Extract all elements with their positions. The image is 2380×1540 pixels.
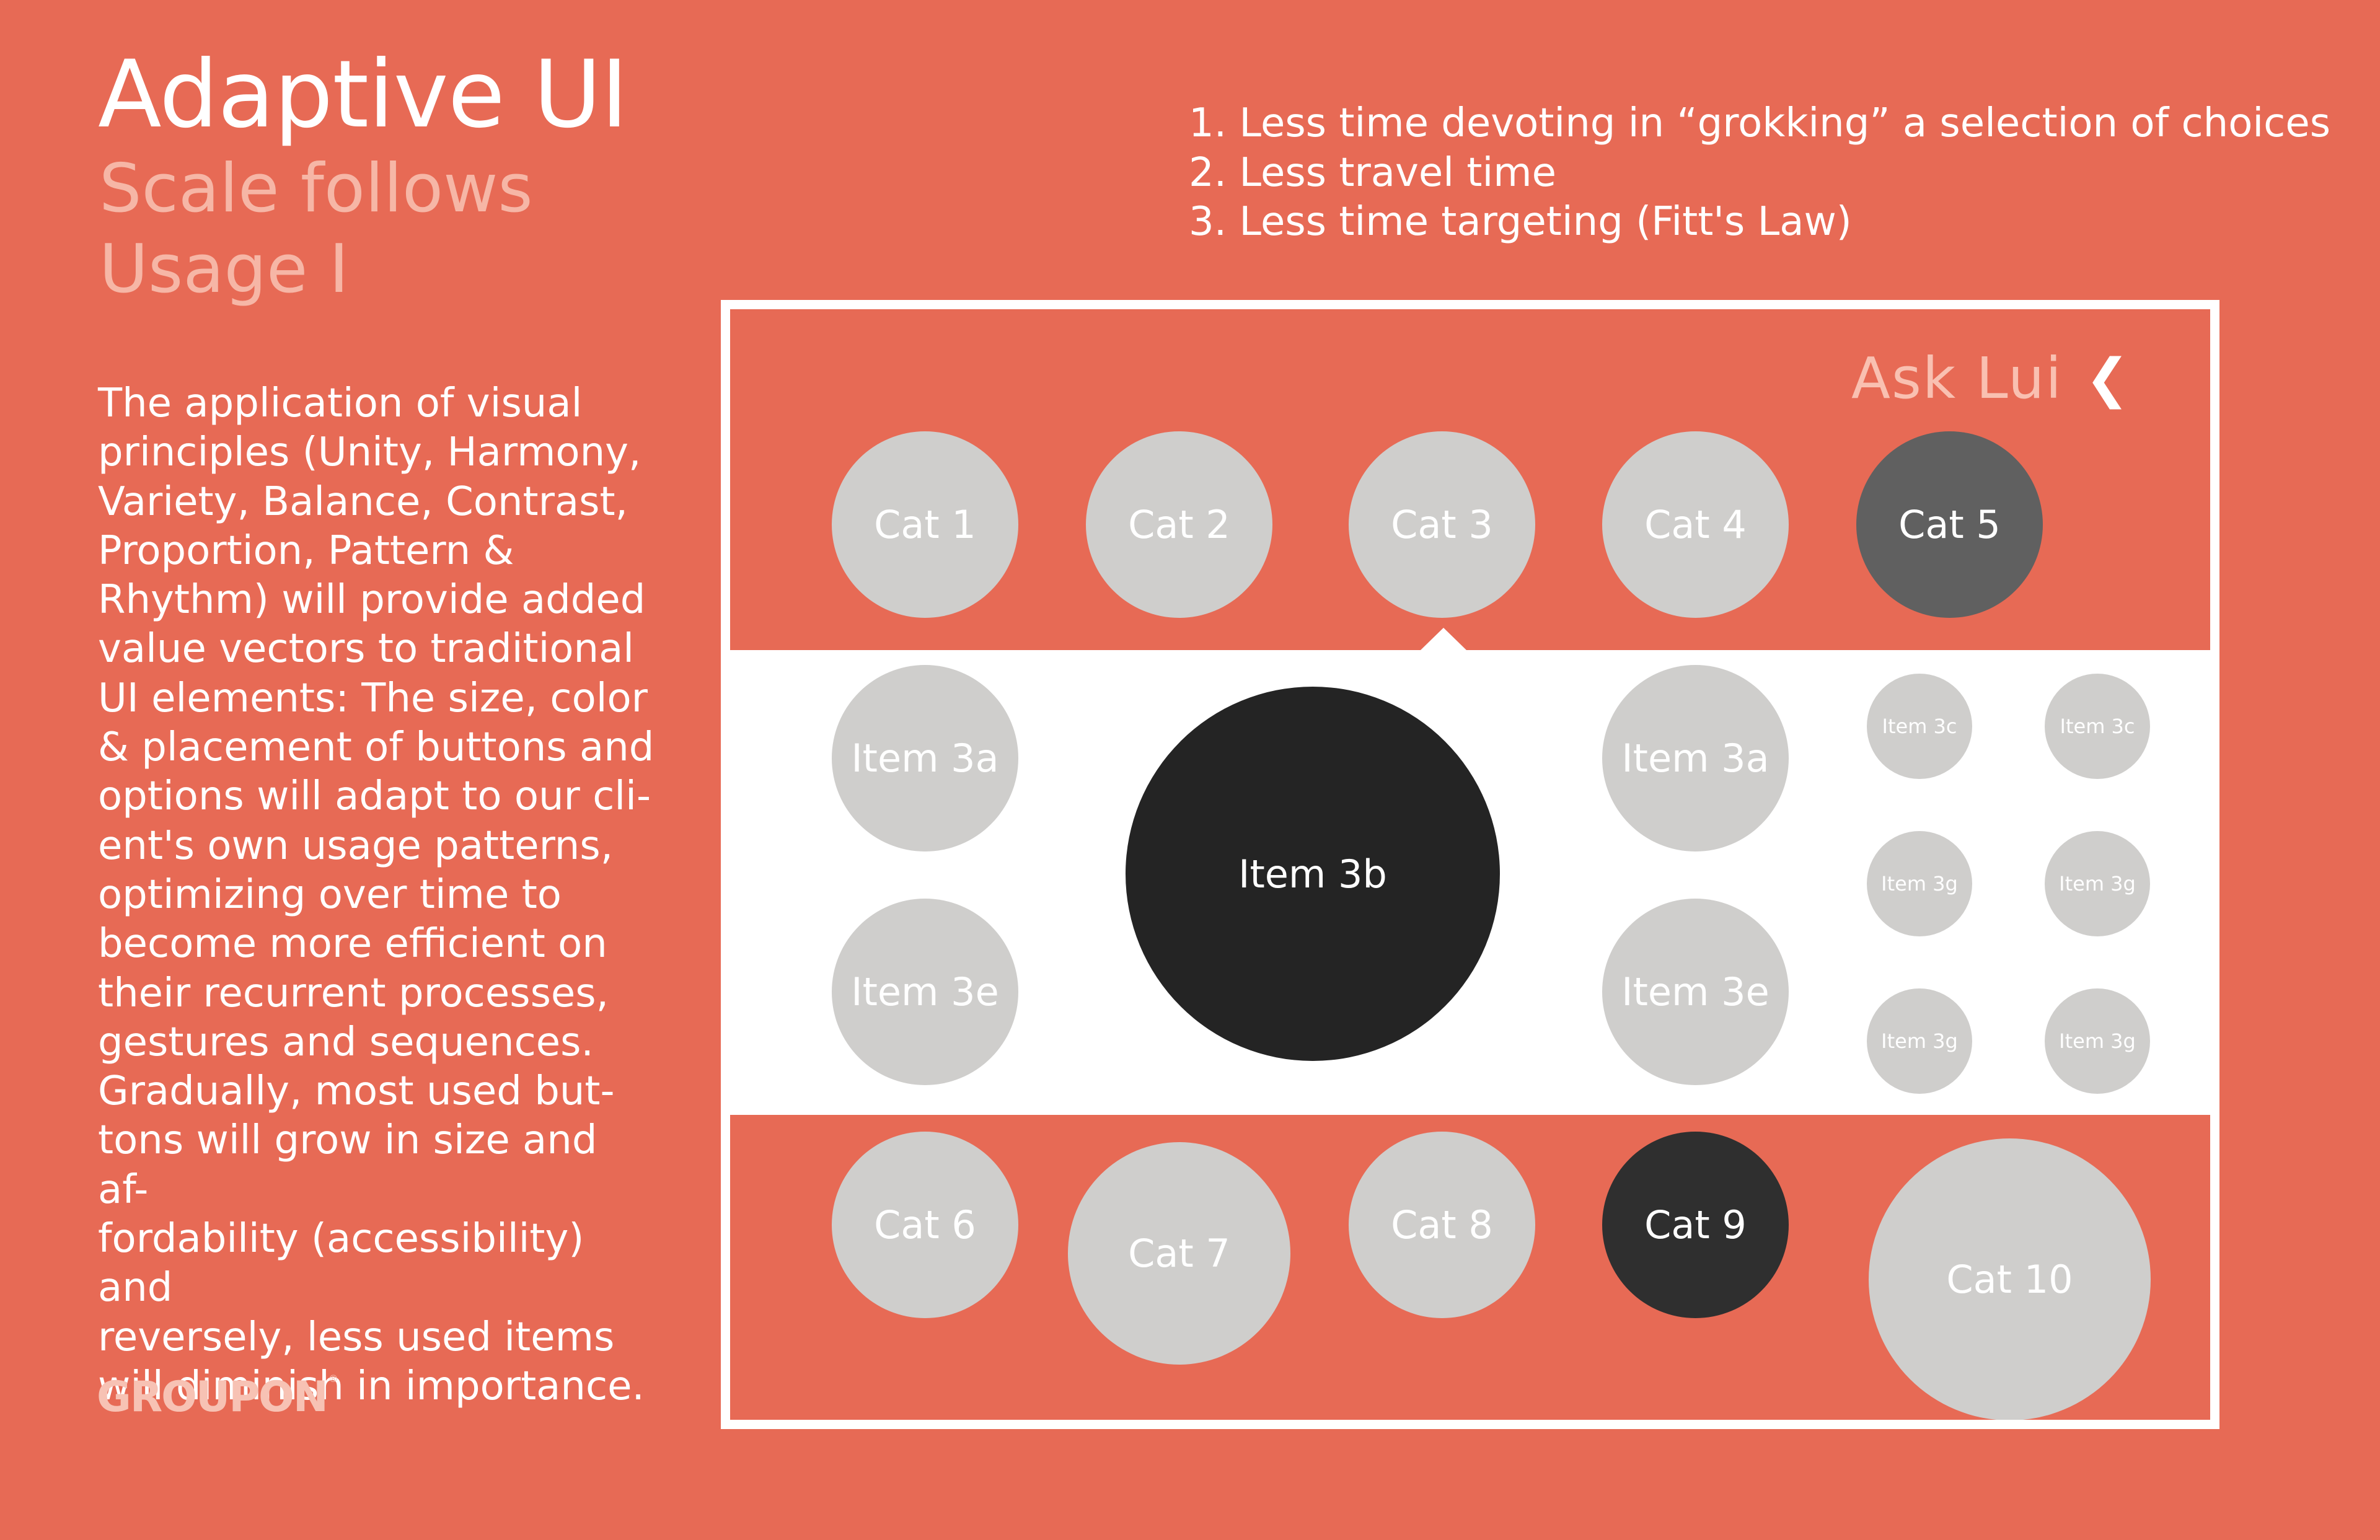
item-label: Item 3b (1238, 851, 1387, 897)
category-label: Cat 4 (1644, 502, 1747, 547)
benefit-item: 1. Less time devoting in “grokking” a se… (1189, 100, 2331, 146)
category-label: Cat 9 (1644, 1202, 1747, 1247)
category-label: Cat 6 (874, 1202, 976, 1247)
ask-lui-button[interactable]: Ask Lui ❮ (1851, 345, 2131, 411)
category-label: Cat 10 (1946, 1257, 2073, 1302)
category-label: Cat 2 (1128, 502, 1230, 547)
category-label: Cat 1 (874, 502, 976, 547)
trademark-mark: ® (328, 1373, 338, 1384)
item-button-3g[interactable]: Item 3g (1867, 988, 1972, 1094)
item-button-3a[interactable]: Item 3a (1602, 665, 1789, 851)
item-button-3a[interactable]: Item 3a (832, 665, 1018, 851)
selection-pointer (1420, 628, 1467, 651)
adaptive-ui-mockup: Ask Lui ❮ Cat 1 Cat 2 Cat 3 Cat 4 Cat 5 … (721, 300, 2219, 1429)
benefit-item: 2. Less travel time (1189, 149, 1556, 196)
category-button-cat-8[interactable]: Cat 8 (1349, 1132, 1535, 1318)
item-button-3c[interactable]: Item 3c (2045, 674, 2150, 779)
category-label: Cat 3 (1391, 502, 1493, 547)
groupon-logo: GROUPON® (97, 1373, 338, 1422)
category-button-cat-10[interactable]: Cat 10 (1869, 1138, 2151, 1420)
item-button-3c[interactable]: Item 3c (1867, 674, 1972, 779)
page-title: Adaptive UI (98, 41, 628, 149)
ask-lui-label: Ask Lui (1851, 345, 2063, 411)
category-label: Cat 7 (1128, 1231, 1230, 1276)
subtitle-line: Usage I (99, 231, 349, 308)
category-button-cat-6[interactable]: Cat 6 (832, 1132, 1018, 1318)
category-label: Cat 5 (1898, 502, 2001, 547)
item-label: Item 3g (2059, 1029, 2136, 1053)
item-label: Item 3e (1621, 969, 1770, 1014)
item-button-3g[interactable]: Item 3g (2045, 831, 2150, 936)
logo-text: GROUPON (97, 1373, 328, 1422)
category-button-cat-2[interactable]: Cat 2 (1086, 431, 1272, 618)
category-button-cat-3[interactable]: Cat 3 (1349, 431, 1535, 618)
category-button-cat-4[interactable]: Cat 4 (1602, 431, 1789, 618)
item-label: Item 3g (2059, 872, 2136, 895)
benefit-item: 3. Less time targeting (Fitt's Law) (1189, 199, 1852, 245)
benefits-list: 1. Less time devoting in “grokking” a se… (1189, 99, 2330, 247)
category-button-cat-1[interactable]: Cat 1 (832, 431, 1018, 618)
item-label: Item 3c (2060, 715, 2135, 738)
page-subtitle: Scale follows Usage I (99, 149, 533, 310)
item-button-3b[interactable]: Item 3b (1126, 687, 1500, 1061)
item-button-3g[interactable]: Item 3g (1867, 831, 1972, 936)
category-button-cat-5[interactable]: Cat 5 (1856, 431, 2043, 618)
item-label: Item 3g (1881, 872, 1958, 895)
category-label: Cat 8 (1391, 1202, 1493, 1247)
item-label: Item 3e (851, 969, 999, 1014)
item-label: Item 3c (1882, 715, 1957, 738)
item-label: Item 3g (1881, 1029, 1958, 1053)
item-button-3e[interactable]: Item 3e (1602, 899, 1789, 1085)
subtitle-line: Scale follows (99, 150, 533, 227)
category-button-cat-9[interactable]: Cat 9 (1602, 1132, 1789, 1318)
chevron-left-icon: ❮ (2084, 347, 2131, 410)
item-button-3e[interactable]: Item 3e (832, 899, 1018, 1085)
item-label: Item 3a (851, 736, 999, 781)
category-button-cat-7[interactable]: Cat 7 (1068, 1142, 1290, 1365)
description-text: The application of visual principles (Un… (98, 381, 654, 1409)
item-button-3g[interactable]: Item 3g (2045, 988, 2150, 1094)
item-label: Item 3a (1621, 736, 1770, 781)
